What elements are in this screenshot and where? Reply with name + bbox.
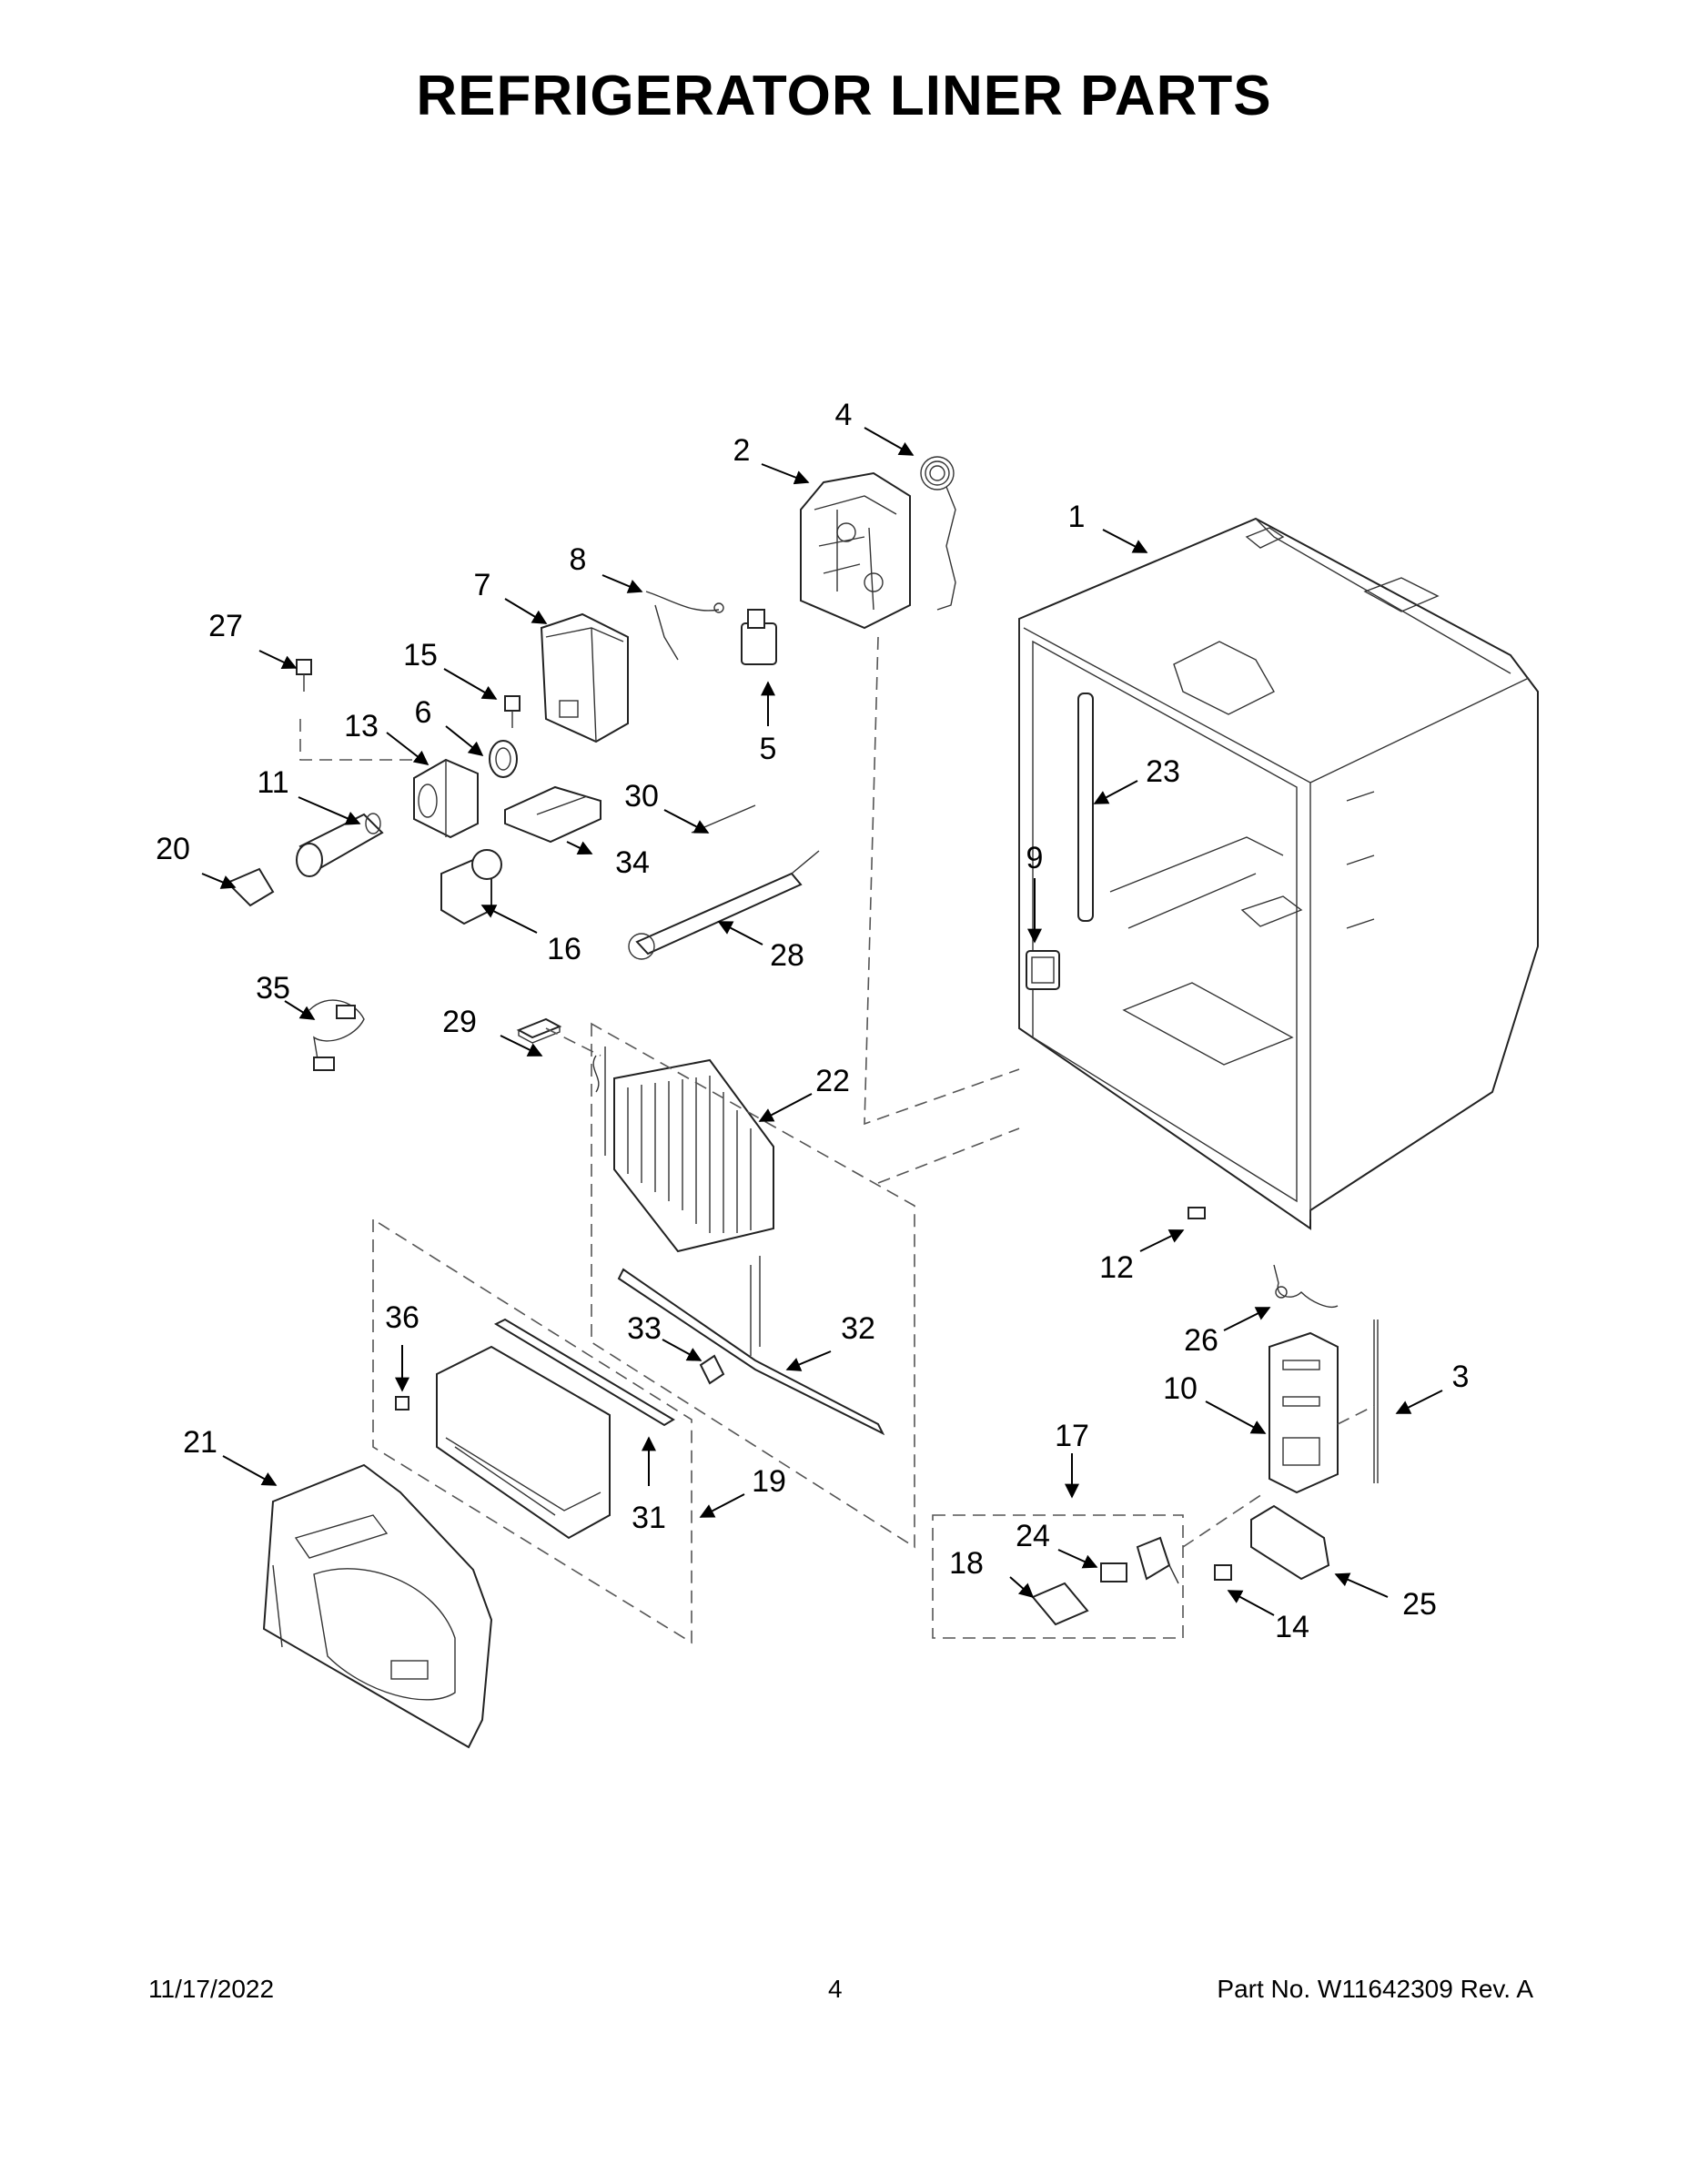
callout-30: 30 xyxy=(624,779,659,814)
connector-part xyxy=(741,609,777,665)
callout-22: 22 xyxy=(815,1064,850,1098)
cable-coil xyxy=(920,456,956,611)
callout-9: 9 xyxy=(1026,841,1044,875)
callout-6: 6 xyxy=(415,695,432,730)
screw-14 xyxy=(1214,1564,1232,1581)
callout-20: 20 xyxy=(156,832,190,866)
callout-28: 28 xyxy=(770,938,804,973)
heater-28 xyxy=(628,850,820,960)
clip-12 xyxy=(1188,1207,1206,1219)
callout-26: 26 xyxy=(1184,1323,1218,1358)
callout-34: 34 xyxy=(615,845,650,880)
callout-10: 10 xyxy=(1163,1371,1198,1406)
callout-12: 12 xyxy=(1099,1250,1134,1285)
callout-24: 24 xyxy=(1016,1519,1050,1553)
callout-27: 27 xyxy=(208,609,243,643)
housing-cover xyxy=(540,612,629,743)
wire-harness-35 xyxy=(308,999,365,1071)
panel-10 xyxy=(1269,1331,1339,1494)
back-panel-21 xyxy=(262,1463,493,1749)
callout-18: 18 xyxy=(949,1546,984,1581)
callout-7: 7 xyxy=(474,568,491,602)
callout-16: 16 xyxy=(547,932,581,966)
drain-trough-19 xyxy=(436,1345,611,1540)
callout-1: 1 xyxy=(1068,500,1086,534)
strip-31 xyxy=(493,1318,675,1427)
fastener-36 xyxy=(395,1396,409,1410)
callout-23: 23 xyxy=(1146,754,1180,789)
leader-arrows xyxy=(201,427,1443,1616)
strip-3 xyxy=(1373,1320,1379,1483)
callout-4: 4 xyxy=(835,398,853,432)
callout-29: 29 xyxy=(442,1005,477,1039)
callout-25: 25 xyxy=(1402,1587,1437,1622)
callout-8: 8 xyxy=(570,542,587,577)
callout-3: 3 xyxy=(1452,1360,1470,1394)
callout-35: 35 xyxy=(256,971,290,1006)
heater-tube-32 xyxy=(617,1256,885,1436)
bracket-25 xyxy=(1250,1504,1330,1581)
callout-33: 33 xyxy=(627,1311,662,1346)
callout-14: 14 xyxy=(1275,1610,1309,1644)
page-title: REFRIGERATOR LINER PARTS xyxy=(416,65,1272,127)
callout-32: 32 xyxy=(841,1311,875,1346)
wire-harness-8 xyxy=(645,591,724,661)
callout-5: 5 xyxy=(760,732,777,766)
callout-13: 13 xyxy=(344,709,379,743)
callout-2: 2 xyxy=(733,433,751,468)
fan-housing-13 xyxy=(413,758,479,839)
callout-15: 15 xyxy=(403,638,438,672)
wire-26 xyxy=(1273,1264,1339,1308)
control-housing xyxy=(800,471,911,630)
callout-labels: 1 2 3 4 5 6 7 8 9 10 11 12 13 14 15 16 1… xyxy=(156,398,1469,1644)
cover-34 xyxy=(504,785,601,844)
footer-date: 11/17/2022 xyxy=(148,1975,275,2003)
evaporator-22 xyxy=(592,1046,774,1253)
liner-box xyxy=(1018,517,1539,1230)
bracket-16 xyxy=(440,849,502,925)
callout-17: 17 xyxy=(1055,1419,1089,1453)
fitting-6 xyxy=(489,740,518,778)
motor-11 xyxy=(296,813,384,877)
callout-31: 31 xyxy=(632,1501,666,1535)
screw-15 xyxy=(504,695,521,728)
clip-33 xyxy=(699,1354,725,1385)
assembly-boxes xyxy=(299,636,1375,1644)
cap-20 xyxy=(226,867,275,907)
pad-18 xyxy=(1031,1582,1089,1626)
callout-11: 11 xyxy=(257,765,288,800)
callout-36: 36 xyxy=(385,1300,419,1335)
callout-21: 21 xyxy=(183,1425,217,1460)
screw-27 xyxy=(296,659,312,692)
footer-page-number: 4 xyxy=(828,1975,843,2003)
footer-part-number: Part No. W11642309 Rev. A xyxy=(1217,1975,1533,2003)
block-29 xyxy=(516,1017,562,1044)
sensor-24 xyxy=(1100,1536,1179,1584)
callout-19: 19 xyxy=(752,1464,786,1499)
